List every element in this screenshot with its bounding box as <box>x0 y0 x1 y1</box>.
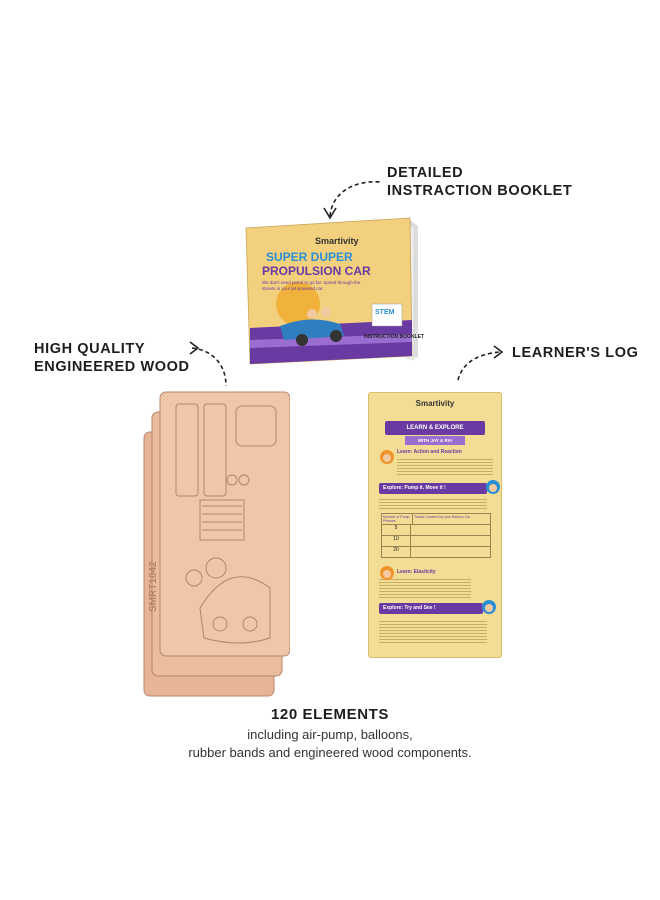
log-table-header-presses: Number of Pump Presses <box>383 515 410 523</box>
elements-description-line1: including air-pump, balloons, <box>247 727 413 742</box>
log-text-block-4 <box>379 619 487 645</box>
log-brand: Smartivity <box>415 399 455 408</box>
wood-engraving-code: SMRT1042 <box>148 561 159 612</box>
log-text-block-2 <box>379 497 487 511</box>
log-table-row: 5 <box>394 525 398 531</box>
log-table-row: 20 <box>393 547 399 553</box>
log-label: LEARNER'S LOG <box>512 345 639 361</box>
log-explore1: Explore: Pump it. Move it ! <box>379 483 487 494</box>
learners-log-card: Smartivity LEARN & EXPLORE WITH JAY & RI… <box>368 392 502 658</box>
instruction-booklet-image <box>245 217 418 365</box>
log-table-header-tracks: Tracks Covered by your Balloon Car <box>412 514 490 524</box>
elements-count-title: 120 ELEMENTS <box>270 706 390 723</box>
wood-label: HIGH QUALITY ENGINEERED WOOD <box>34 340 190 376</box>
log-section1: Learn: Action and Reaction <box>397 449 462 455</box>
booklet-brand: Smartivity <box>315 236 359 246</box>
log-table: Number of Pump Presses Tracks Covered by… <box>381 513 491 558</box>
booklet-title-line2: PROPULSION CAR <box>262 264 371 278</box>
log-explore2: Explore: Try and See ! <box>379 603 483 614</box>
kid-avatar-icon <box>380 566 394 580</box>
arrow-icon-log <box>457 345 504 381</box>
elements-description-line2: rubber bands and engineered wood compone… <box>188 745 472 760</box>
arrow-icon-wood <box>189 341 227 387</box>
arrow-icon-booklet <box>323 181 381 220</box>
wood-label-line1: HIGH QUALITY <box>34 341 146 357</box>
booklet-subtitle: INSTRUCTION BOOKLET <box>364 334 424 340</box>
log-banner: LEARN & EXPLORE <box>385 421 485 435</box>
booklet-title-line1: SUPER DUPER <box>266 250 353 264</box>
booklet-tagline: We don't need petrol to go far. Speed th… <box>262 280 361 291</box>
wood-label-line2: ENGINEERED WOOD <box>34 359 190 375</box>
engineered-wood-sheets-image <box>143 391 290 697</box>
kid-avatar-icon <box>482 600 496 614</box>
booklet-label-line1: DETAILED <box>387 165 464 181</box>
log-text-block-3 <box>379 577 471 599</box>
booklet-label: DETAILED INSTRACTION BOOKLET <box>387 164 572 200</box>
log-text-block-1 <box>397 457 493 477</box>
log-section2: Learn: Elasticity <box>397 569 436 575</box>
log-banner-sub: WITH JAY & RIA <box>405 436 465 445</box>
booklet-stem-badge: STEM <box>375 309 395 316</box>
booklet-label-line2: INSTRACTION BOOKLET <box>387 183 573 199</box>
kid-avatar-icon <box>486 480 500 494</box>
log-table-row: 10 <box>393 536 399 542</box>
kid-avatar-icon <box>380 450 394 464</box>
